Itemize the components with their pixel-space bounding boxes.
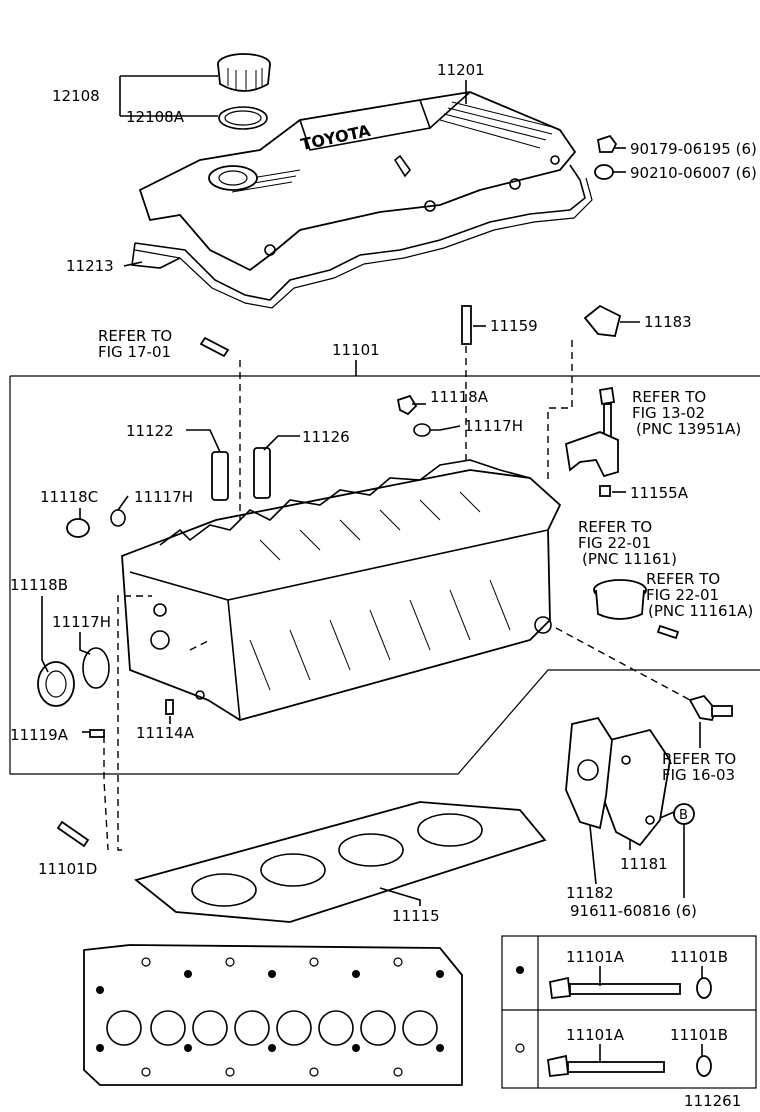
valve-guide-11122 bbox=[211, 451, 229, 501]
valve-guide-11126 bbox=[253, 447, 271, 499]
label-11183: 11183 bbox=[644, 313, 692, 331]
refer-fig22a-line1: REFER TO bbox=[578, 518, 652, 536]
cylinder-head-cover-gasket bbox=[131, 164, 593, 309]
refer-fig13-line2: FIG 13-02 bbox=[632, 404, 705, 422]
label-11117H-mid: 11117H bbox=[134, 488, 193, 506]
refer-fig22b-line1: REFER TO bbox=[646, 570, 720, 588]
refer-fig16-line1: REFER TO bbox=[662, 750, 736, 768]
bolt-table bbox=[501, 935, 757, 1089]
label-11118C: 11118C bbox=[40, 488, 98, 506]
label-11115: 11115 bbox=[392, 907, 440, 925]
pin-11119A bbox=[89, 729, 105, 738]
label-11119A: 11119A bbox=[10, 726, 69, 744]
refer-fig22a-line2: FIG 22-01 bbox=[578, 534, 651, 552]
label-11126: 11126 bbox=[302, 428, 350, 446]
stud-refer-fig17 bbox=[199, 336, 230, 358]
gasket-11117H-low bbox=[82, 647, 110, 689]
label-11159: 11159 bbox=[490, 317, 538, 335]
label-11101A-1: 11101A bbox=[566, 948, 625, 966]
bolt-refer-fig13 bbox=[598, 386, 616, 441]
oil-filler-cap bbox=[217, 53, 271, 92]
sensor-refer-fig16 bbox=[688, 694, 733, 722]
label-91611: 91611-60816 (6) bbox=[570, 902, 697, 920]
stud-11159 bbox=[461, 305, 472, 345]
label-11101D: 11101D bbox=[38, 860, 97, 878]
label-11101B-1: 11101B bbox=[670, 948, 728, 966]
label-11122: 11122 bbox=[126, 422, 174, 440]
label-11117H-low: 11117H bbox=[52, 613, 111, 631]
pin-refer-fig22 bbox=[656, 624, 680, 640]
label-11101A-2: 11101A bbox=[566, 1026, 625, 1044]
gasket-11117H-mid bbox=[110, 509, 126, 527]
label-11101: 11101 bbox=[332, 341, 380, 359]
label-11182: 11182 bbox=[566, 884, 614, 902]
cylinder-head-gasket bbox=[134, 801, 547, 923]
cylinder-head-cover: TOYOTA bbox=[138, 91, 577, 272]
cylinder-head-box bbox=[9, 375, 760, 775]
refer-fig22b-line3: (PNC 11161A) bbox=[648, 602, 753, 620]
label-90179: 90179-06195 (6) bbox=[630, 140, 757, 158]
label-11101B-2: 11101B bbox=[670, 1026, 728, 1044]
refer-fig17-line1: REFER TO bbox=[98, 327, 172, 345]
label-11118B: 11118B bbox=[10, 576, 68, 594]
circle-b-marker: B bbox=[679, 808, 688, 823]
plug-11118B bbox=[37, 661, 75, 707]
oil-seal-refer-fig22 bbox=[593, 579, 647, 620]
refer-fig13-line1: REFER TO bbox=[632, 388, 706, 406]
part-11155A bbox=[599, 485, 611, 497]
water-outlet-gasket bbox=[565, 716, 613, 830]
label-90210: 90210-06007 (6) bbox=[630, 164, 757, 182]
label-11114A: 11114A bbox=[136, 724, 195, 742]
cover-grommet-bolt bbox=[594, 134, 618, 180]
label-11155A: 11155A bbox=[630, 484, 689, 502]
camshaft-bearing-cap bbox=[564, 431, 619, 478]
pin-11114A bbox=[165, 699, 174, 715]
label-11213: 11213 bbox=[66, 257, 114, 275]
gasket-11117H-top bbox=[413, 423, 431, 437]
leader-lines bbox=[41, 75, 703, 1062]
figure-code: 111261 bbox=[684, 1092, 741, 1110]
refer-fig16-line2: FIG 16-03 bbox=[662, 766, 735, 784]
refer-fig22a-line3: (PNC 11161) bbox=[582, 550, 677, 568]
refer-fig17-line2: FIG 17-01 bbox=[98, 343, 171, 361]
dashed-guides bbox=[103, 340, 691, 851]
water-outlet-plate bbox=[603, 728, 671, 847]
plug-11118C bbox=[66, 518, 90, 538]
oil-filler-cap-gasket bbox=[218, 106, 268, 130]
label-12108: 12108 bbox=[52, 87, 100, 105]
plug-11118A bbox=[396, 394, 418, 416]
label-11181: 11181 bbox=[620, 855, 668, 873]
label-11118A: 11118A bbox=[430, 388, 489, 406]
part-11183 bbox=[583, 304, 622, 337]
label-11201: 11201 bbox=[437, 61, 485, 79]
label-11117H-top: 11117H bbox=[464, 417, 523, 435]
cylinder-head bbox=[121, 459, 562, 721]
refer-fig22b-line2: FIG 22-01 bbox=[646, 586, 719, 604]
refer-fig13-line3: (PNC 13951A) bbox=[636, 420, 741, 438]
label-12108A: 12108A bbox=[126, 108, 185, 126]
stud-11101D bbox=[56, 820, 90, 848]
head-top-view bbox=[83, 944, 463, 1086]
